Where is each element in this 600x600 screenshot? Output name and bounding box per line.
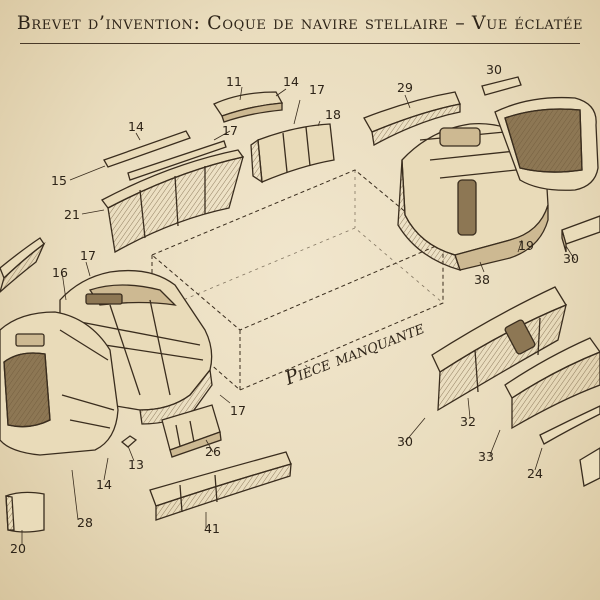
label-20: 20 [10, 541, 26, 556]
part-28-cockpit-pod [0, 311, 119, 456]
label-17: 17 [230, 403, 246, 418]
part-11-cap [213, 91, 284, 123]
part-30-bracket [561, 215, 600, 253]
label-32: 32 [460, 414, 476, 429]
missing-piece-label: Pièce manquante [281, 316, 428, 390]
part-21-shell [101, 149, 245, 254]
part-30-bar [481, 76, 522, 96]
label-16: 16 [52, 265, 68, 280]
part-33-curved-shell [504, 337, 600, 430]
part-32-curved-shell [431, 286, 567, 412]
part-26-block [161, 404, 222, 458]
label-26: 26 [205, 444, 221, 459]
part-13-clip [120, 435, 138, 448]
label-13: 13 [128, 457, 144, 472]
label-17: 17 [309, 82, 325, 97]
label-14: 14 [96, 477, 112, 492]
label-15: 15 [51, 173, 67, 188]
part-engine-pod-right [494, 96, 599, 191]
leader-lines [21, 86, 576, 545]
label-19: 19 [518, 238, 534, 253]
label-17: 17 [222, 123, 238, 138]
label-38: 38 [474, 272, 490, 287]
part-18-panel [250, 123, 335, 184]
plate-title: Brevet d’invention: Coque de navire stel… [16, 12, 584, 34]
label-18: 18 [325, 107, 341, 122]
label-11: 11 [226, 74, 242, 89]
part-labels: 11 14 17 18 29 30 14 17 15 21 17 16 19 3… [10, 62, 579, 556]
label-29: 29 [397, 80, 413, 95]
label-21: 21 [64, 207, 80, 222]
part-20-cap [5, 491, 45, 533]
label-41: 41 [204, 521, 220, 536]
label-28: 28 [77, 515, 93, 530]
part-41-lower-shell [149, 451, 292, 521]
part-24-strip [539, 405, 600, 445]
label-30: 30 [397, 434, 413, 449]
part-right-edge [579, 447, 600, 487]
part-left-edge [0, 237, 46, 293]
label-17: 17 [80, 248, 96, 263]
label-30: 30 [563, 251, 579, 266]
title-rule [20, 43, 580, 44]
label-30: 30 [486, 62, 502, 77]
label-33: 33 [478, 449, 494, 464]
part-29-panel [363, 91, 461, 147]
label-14: 14 [128, 119, 144, 134]
part-14-strip [103, 130, 227, 181]
label-24: 24 [527, 466, 543, 481]
label-14: 14 [283, 74, 299, 89]
